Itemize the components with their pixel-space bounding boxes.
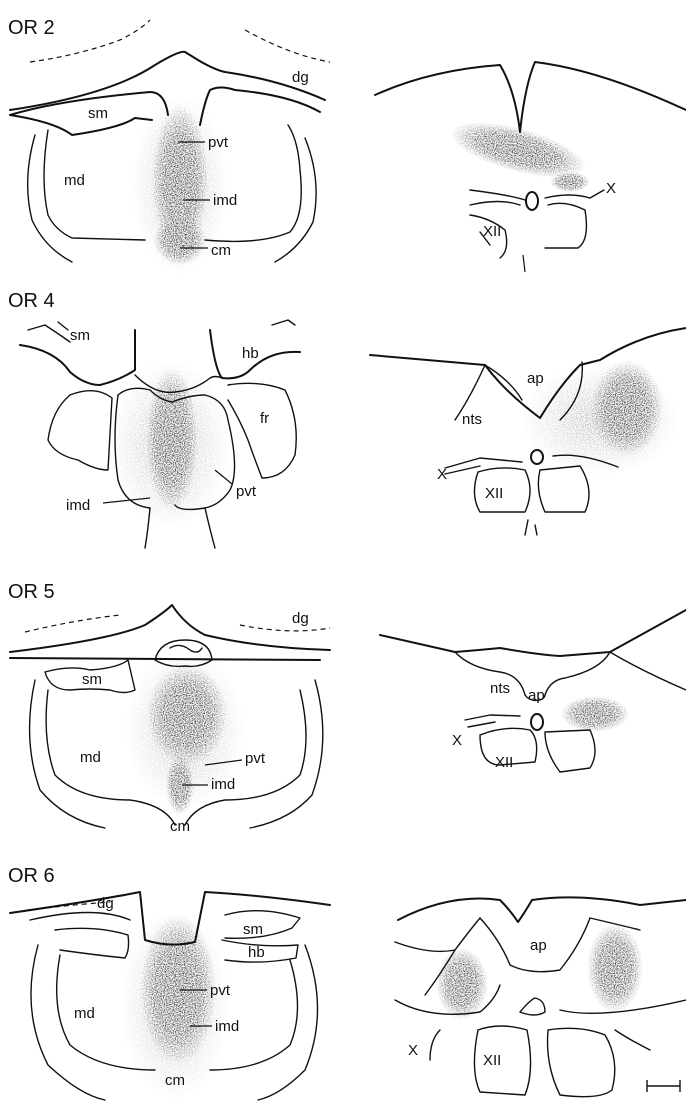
label-nts: nts [490, 680, 510, 697]
label-ap: ap [527, 370, 544, 387]
or4-right-section: ap nts X XII [370, 328, 686, 535]
label-cm: cm [170, 818, 190, 835]
or2-right-section: X XII [375, 62, 686, 272]
label-hb: hb [248, 944, 265, 961]
label-md: md [80, 749, 101, 766]
panel-or2: OR 2 sm md pvt imd [8, 17, 686, 275]
label-x: X [606, 180, 616, 197]
label-hb: hb [242, 345, 259, 362]
panel-or6: OR 6 dg sm hb md pvt imd cm [8, 865, 686, 1100]
label-imd: imd [66, 497, 90, 514]
label-x: X [408, 1042, 418, 1059]
label-imd: imd [215, 1018, 239, 1035]
panel-title: OR 5 [8, 581, 55, 603]
panel-title: OR 2 [8, 17, 55, 39]
label-pvt: pvt [208, 134, 229, 151]
label-dg: dg [292, 69, 309, 86]
label-sm: sm [70, 327, 90, 344]
or6-left-section: dg sm hb md pvt imd cm [10, 892, 330, 1100]
or5-left-section: dg sm md pvt imd cm [10, 605, 330, 835]
label-xii: XII [495, 754, 513, 771]
label-xii: XII [485, 485, 503, 502]
or6-right-section: ap X XII [395, 897, 686, 1096]
label-pvt: pvt [245, 750, 266, 767]
label-cm: cm [165, 1072, 185, 1089]
label-dg: dg [97, 895, 114, 912]
scale-bar [647, 1080, 680, 1092]
label-ap: ap [530, 937, 547, 954]
panel-or5: OR 5 dg sm md pvt imd cm [8, 581, 686, 835]
or2-left-section: sm md pvt imd cm dg [10, 20, 330, 275]
or5-right-section: ap nts X XII [380, 610, 686, 772]
panel-title: OR 4 [8, 290, 55, 312]
label-sm: sm [82, 671, 102, 688]
label-x: X [437, 466, 447, 483]
label-dg: dg [292, 610, 309, 627]
label-cm: cm [211, 242, 231, 259]
label-imd: imd [213, 192, 237, 209]
label-ap: ap [528, 687, 545, 704]
label-xii: XII [483, 1052, 501, 1069]
label-xii: XII [483, 223, 501, 240]
label-md: md [64, 172, 85, 189]
label-imd: imd [211, 776, 235, 793]
label-fr: fr [260, 410, 269, 427]
label-sm: sm [243, 921, 263, 938]
or4-left-section: sm hb fr pvt imd [20, 320, 300, 548]
panel-or4: OR 4 sm hb fr pvt imd [8, 290, 686, 548]
label-pvt: pvt [236, 483, 257, 500]
label-pvt: pvt [210, 982, 231, 999]
label-sm: sm [88, 105, 108, 122]
label-x: X [452, 732, 462, 749]
panel-title: OR 6 [8, 865, 55, 887]
label-md: md [74, 1005, 95, 1022]
label-nts: nts [462, 411, 482, 428]
